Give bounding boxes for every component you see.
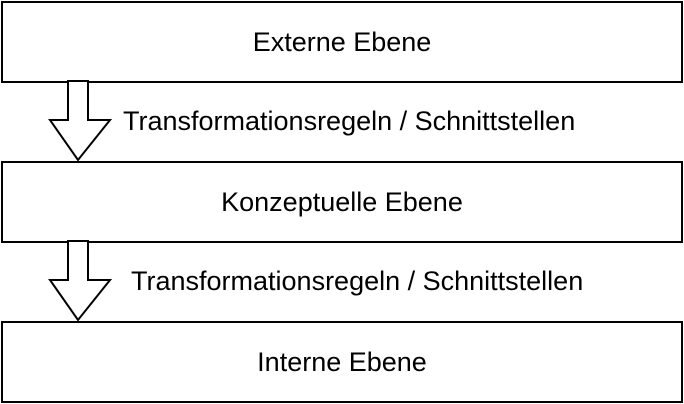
down-arrow-icon — [48, 240, 112, 322]
external-layer-label: Externe Ebene — [252, 26, 432, 57]
internal-layer-label: Interne Ebene — [257, 346, 427, 377]
transition-label-2: Transformationsregeln / Schnittstellen — [131, 266, 584, 296]
transition-label-1: Transformationsregeln / Schnittstellen — [123, 106, 576, 136]
internal-layer-box: Interne Ebene — [1, 321, 683, 403]
conceptual-layer-label: Konzeptuelle Ebene — [221, 186, 463, 217]
external-layer-box: Externe Ebene — [1, 1, 683, 83]
conceptual-layer-box: Konzeptuelle Ebene — [1, 161, 683, 243]
down-arrow-icon — [48, 80, 112, 162]
